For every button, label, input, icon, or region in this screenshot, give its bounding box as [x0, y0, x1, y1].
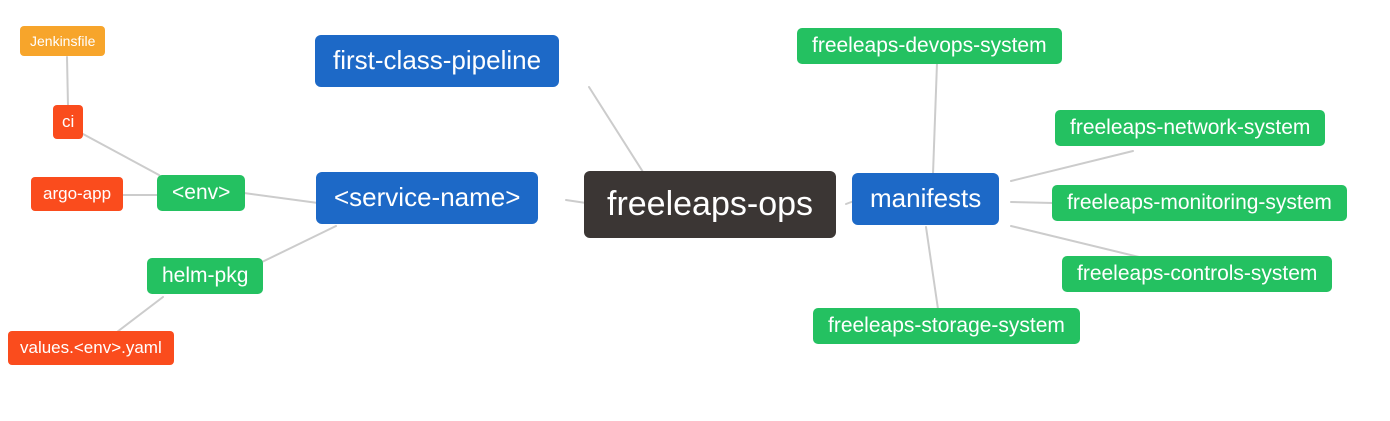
edge-pipeline-root [588, 86, 644, 173]
edge-helm-pkg-service-name [261, 225, 337, 263]
edge-manifests-monitoring [1010, 201, 1054, 204]
edge-manifests-storage [925, 226, 939, 310]
node-network-system[interactable]: freeleaps-network-system [1055, 110, 1326, 147]
edge-ci-env [82, 133, 160, 176]
node-jenkinsfile[interactable]: Jenkinsfile [20, 26, 106, 57]
edge-manifests-controls [1010, 225, 1140, 258]
edge-env-service-name [243, 192, 319, 204]
edge-service-name-root [565, 199, 587, 204]
edge-manifests-network [1010, 150, 1134, 182]
node-ci[interactable]: ci [53, 105, 84, 139]
node-manifests[interactable]: manifests [852, 173, 1000, 225]
node-storage-system[interactable]: freeleaps-storage-system [813, 308, 1080, 345]
node-values-env-yaml[interactable]: values.<env>.yaml [8, 331, 174, 365]
node-monitoring-system[interactable]: freeleaps-monitoring-system [1052, 185, 1347, 222]
node-devops-system[interactable]: freeleaps-devops-system [797, 28, 1062, 65]
edge-values-helm-pkg [116, 296, 164, 333]
node-argo-app[interactable]: argo-app [31, 177, 124, 211]
node-helm-pkg[interactable]: helm-pkg [147, 258, 264, 295]
node-freeleaps-ops-root[interactable]: freeleaps-ops [584, 171, 837, 238]
edge-jenkinsfile-ci [66, 56, 69, 107]
node-first-class-pipeline[interactable]: first-class-pipeline [315, 35, 560, 87]
node-service-name[interactable]: <service-name> [316, 172, 539, 224]
node-controls-system[interactable]: freeleaps-controls-system [1062, 256, 1333, 293]
edge-manifests-devops [932, 62, 938, 175]
node-env[interactable]: <env> [157, 175, 246, 212]
